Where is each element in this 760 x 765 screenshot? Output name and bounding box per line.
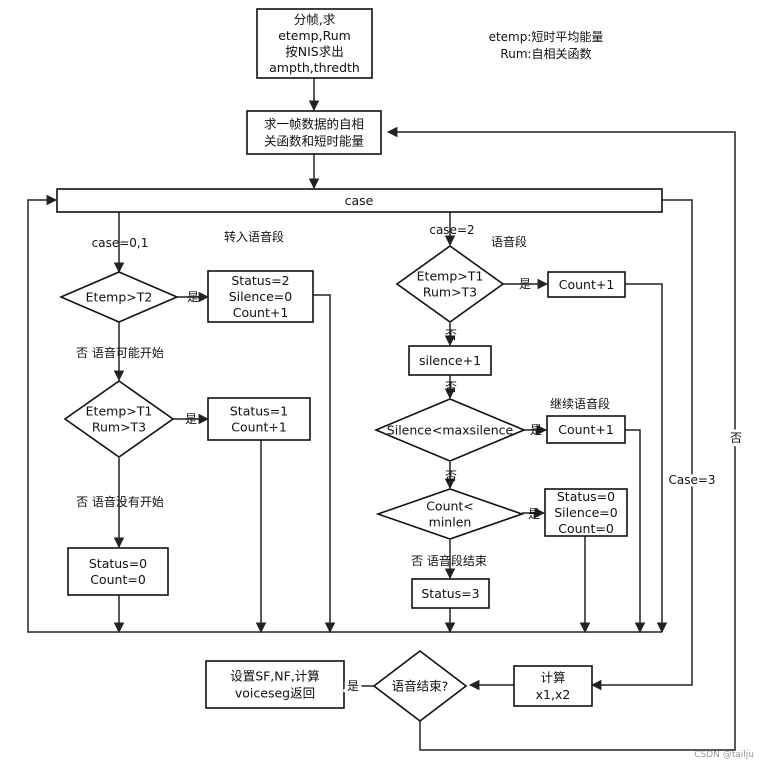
node-text-line: 分帧,求 [294,12,336,27]
node-text-line: 按NIS求出 [285,44,343,59]
node-text-line: Rum>T3 [92,420,146,435]
label-case2: case=2 [429,223,474,237]
node-text-line: Count+1 [231,420,287,435]
node-text-line: x1,x2 [536,687,571,702]
edge-labels: etemp:短时平均能量 Rum:自相关函数 case=0,1 转入语音段 ca… [76,30,754,760]
node-text-line: 计算 [540,670,565,685]
label-to-speech: 转入语音段 [224,229,284,244]
node-text-line: Silence<maxsilence [387,423,514,438]
node-text-line: Count+1 [233,305,289,320]
label-case3: Case=3 [668,473,715,487]
label-speech-seg: 语音段 [491,234,527,249]
label-no-t1b: 否 [445,328,457,342]
node-text-line: Status=3 [421,586,479,601]
case-bar-text: case [345,193,374,208]
box-count-plus-b: Count+1 [546,415,626,444]
node-text-line: Count< [426,499,474,514]
decision-count-text: Count<minlen [426,499,474,530]
decision-end: 语音结束? [372,649,468,723]
label-yes-t2: 是 [187,290,199,304]
label-yes-count: 是 [528,507,540,521]
label-yes-t1a: 是 [185,412,197,426]
box-count-plus-b-text: Count+1 [558,422,614,437]
box-status3-text: Status=3 [421,586,479,601]
box-status3: Status=3 [411,578,490,609]
decision-end-text: 语音结束? [392,679,449,694]
label-yes-t1b: 是 [519,277,531,291]
decision-silence: Silence<maxsilence [373,398,527,462]
decision-silence-text: Silence<maxsilence [387,423,514,438]
node-text-line: voiceseg返回 [235,686,315,701]
node-text-line: silence+1 [419,353,481,368]
node-text-line: Status=2 [231,273,289,288]
label-yes-end: 是 [347,679,359,693]
node-text-line: 关函数和短时能量 [264,134,364,149]
node-text-line: Status=1 [230,404,288,419]
label-no-end-seg: 否 语音段结束 [411,553,487,568]
node-text-line: etemp,Rum [278,28,351,43]
label-no-silcmp: 否 [445,469,457,483]
label-case01: case=0,1 [92,236,149,250]
case-bar: case [56,188,663,213]
connectors [27,78,736,751]
label-yes-sil: 是 [530,423,542,437]
legend-rum: Rum:自相关函数 [500,46,591,61]
label-continue-seg: 继续语音段 [550,396,610,411]
node-text-line: Count+1 [558,422,614,437]
node-text-line: Etemp>T1 [86,404,153,419]
node-text-line: Silence=0 [229,289,293,304]
label-no-sil: 否 [445,380,457,394]
label-no-not-start: 否 语音没有开始 [76,494,164,509]
node-text-line: Count=0 [90,572,146,587]
node-text-line: ampth,thredth [269,60,360,75]
box-count-plus-a-text: Count+1 [559,277,615,292]
node-text-line: Status=0 [557,489,615,504]
label-no-possible: 否 语音可能开始 [76,345,164,360]
node-text-line: Count=0 [558,521,614,536]
node-text-line: Count+1 [559,277,615,292]
node-text-line: 求一帧数据的自相 [264,117,364,132]
box-silence-plus-text: silence+1 [419,353,481,368]
node-text-line: case [345,193,374,208]
box-return-text: 设置SF,NF,计算 voiceseg返回 [230,669,320,701]
label-no-loop: 否 [730,431,742,445]
node-text-line: Status=0 [89,556,147,571]
node-text-line: 设置SF,NF,计算 [230,669,320,684]
node-text-line: Rum>T3 [423,285,477,300]
decision-etemp-t2-text: Etemp>T2 [86,290,153,305]
box-calc: 计算 x1,x2 [513,665,593,707]
node-text-line: 语音结束? [392,679,449,694]
box-silence-plus: silence+1 [408,345,492,376]
legend-etemp: etemp:短时平均能量 [489,30,604,44]
box-return: 设置SF,NF,计算 voiceseg返回 [205,660,345,709]
box-count-plus-a: Count+1 [547,271,626,298]
node-text-line: Etemp>T1 [417,269,484,284]
decision-count: Count<minlen [375,488,525,540]
node-text-line: Etemp>T2 [86,290,153,305]
box-calc-text: 计算 x1,x2 [536,670,571,702]
node-text-line: Silence=0 [554,505,618,520]
node-text-line: minlen [429,515,472,530]
decision-etemp-t2: Etemp>T2 [58,271,180,323]
watermark: CSDN @tailju [694,750,754,760]
